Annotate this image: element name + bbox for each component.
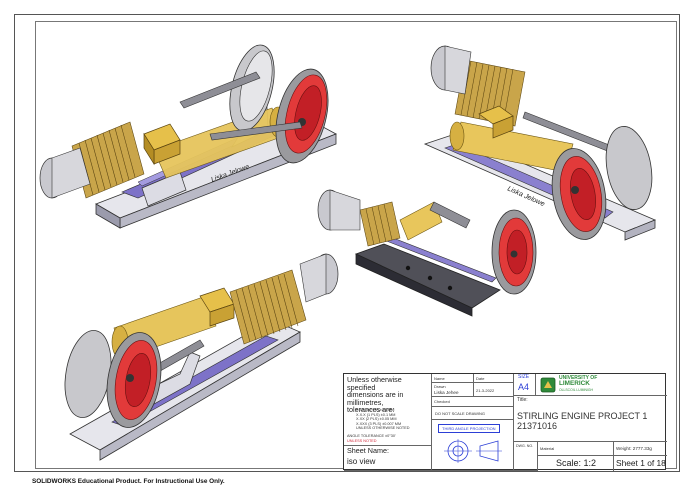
- scale-value: Scale: 1:2: [556, 458, 597, 468]
- name-header: Name: [434, 376, 445, 381]
- tolerance-value: UNLESS OTHERWISE NOTED: [356, 426, 410, 431]
- do-not-scale-cell: DO NOT SCALE DRAWING: [432, 407, 514, 420]
- sheet-name-cell: Sheet Name: iso view: [344, 446, 432, 471]
- drawn-name: Liska Jehee: [434, 390, 459, 395]
- weight-cell: Weight: 2777.33g: [614, 442, 667, 456]
- tolerance-value: X.XXX (3 PLS) ±0.007 MM: [356, 421, 402, 426]
- tolerance-note-line: dimensions are in: [347, 390, 404, 400]
- size-label: SIZE: [518, 374, 530, 380]
- drawn-date: 21-3-2022: [476, 388, 495, 393]
- projection-cell: THIRD ANGLE PROJECTION: [432, 420, 514, 471]
- university-line-1: UNIVERSITY OF: [559, 375, 598, 381]
- tolerance-note-line: tolerances are:: [347, 405, 395, 415]
- size-cell: SIZE A4: [514, 374, 536, 396]
- dwg-no-cell: DWG. NO.: [514, 442, 538, 471]
- tolerance-value: X.X.X (1 PLS) ±0.1 MM: [356, 412, 396, 417]
- iso-view-top-right[interactable]: Liska Jelowe: [405, 22, 675, 242]
- angle-tolerance: ANGLE TOLERANCE ±0°30': [347, 434, 396, 438]
- unless-noted: UNLESS NOTED: [347, 439, 377, 443]
- drawn-date-cell: 21-3-2022: [474, 383, 514, 397]
- university-line-2: LIMERICK: [559, 380, 590, 388]
- material-cell: Material: [538, 442, 614, 456]
- title-label: Title:: [517, 397, 528, 403]
- date-header: Date: [476, 376, 485, 381]
- educational-watermark: SOLIDWORKS Educational Product. For Inst…: [32, 478, 225, 485]
- date-header-cell: Date: [474, 374, 514, 383]
- tolerance-value: X.XX (0 PLS) ±0.5 MM: [356, 408, 395, 412]
- checked-cell: Checked: [432, 397, 514, 407]
- sheet-count: Sheet 1 of 18: [616, 458, 666, 468]
- tolerance-notes-cell: Unless otherwise specified dimensions ar…: [344, 374, 432, 446]
- iso-view-bottom-left[interactable]: [30, 244, 350, 472]
- third-angle-projection-symbol: [444, 439, 502, 463]
- tolerance-note-line: millimetres,: [347, 397, 384, 407]
- material-label: Material: [540, 446, 555, 451]
- drawn-label: Drawn: [434, 384, 446, 389]
- dwg-no-label: DWG. NO.: [516, 444, 534, 448]
- title-block: Unless otherwise specified dimensions ar…: [343, 373, 667, 471]
- name-header-cell: Name: [432, 374, 474, 383]
- drawing-number: 21371016: [517, 420, 558, 431]
- sheet-name-label: Sheet Name:: [347, 446, 389, 455]
- drawn-name-cell: Drawn Liska Jehee: [432, 383, 474, 397]
- tolerance-note-line: Unless otherwise specified: [347, 375, 402, 392]
- weight-value: Weight: 2777.33g: [616, 446, 652, 451]
- checked-label: Checked: [434, 399, 450, 404]
- iso-view-top-left[interactable]: Liska Jelowe: [30, 22, 360, 232]
- drawing-title: STIRLING ENGINE PROJECT 1: [517, 411, 648, 421]
- size-value: A4: [518, 382, 530, 392]
- scale-cell: Scale: 1:2: [538, 456, 614, 471]
- university-logo-cell: UNIVERSITY OF LIMERICK OLLSCOIL LUIMNIGH: [536, 374, 667, 396]
- title-cell: Title: STIRLING ENGINE PROJECT 1 2137101…: [514, 396, 667, 442]
- sheet-name-value: iso view: [347, 457, 376, 466]
- do-not-scale: DO NOT SCALE DRAWING: [435, 411, 486, 416]
- university-crest-icon: [540, 377, 556, 393]
- iso-view-underside[interactable]: [300, 180, 550, 330]
- projection-label: THIRD ANGLE PROJECTION: [438, 424, 500, 433]
- tolerance-value: X.XX (2 PLS) ±0.05 MM: [356, 417, 397, 422]
- sheet-count-cell: Sheet 1 of 18: [614, 456, 667, 471]
- university-line-3: OLLSCOIL LUIMNIGH: [559, 388, 593, 393]
